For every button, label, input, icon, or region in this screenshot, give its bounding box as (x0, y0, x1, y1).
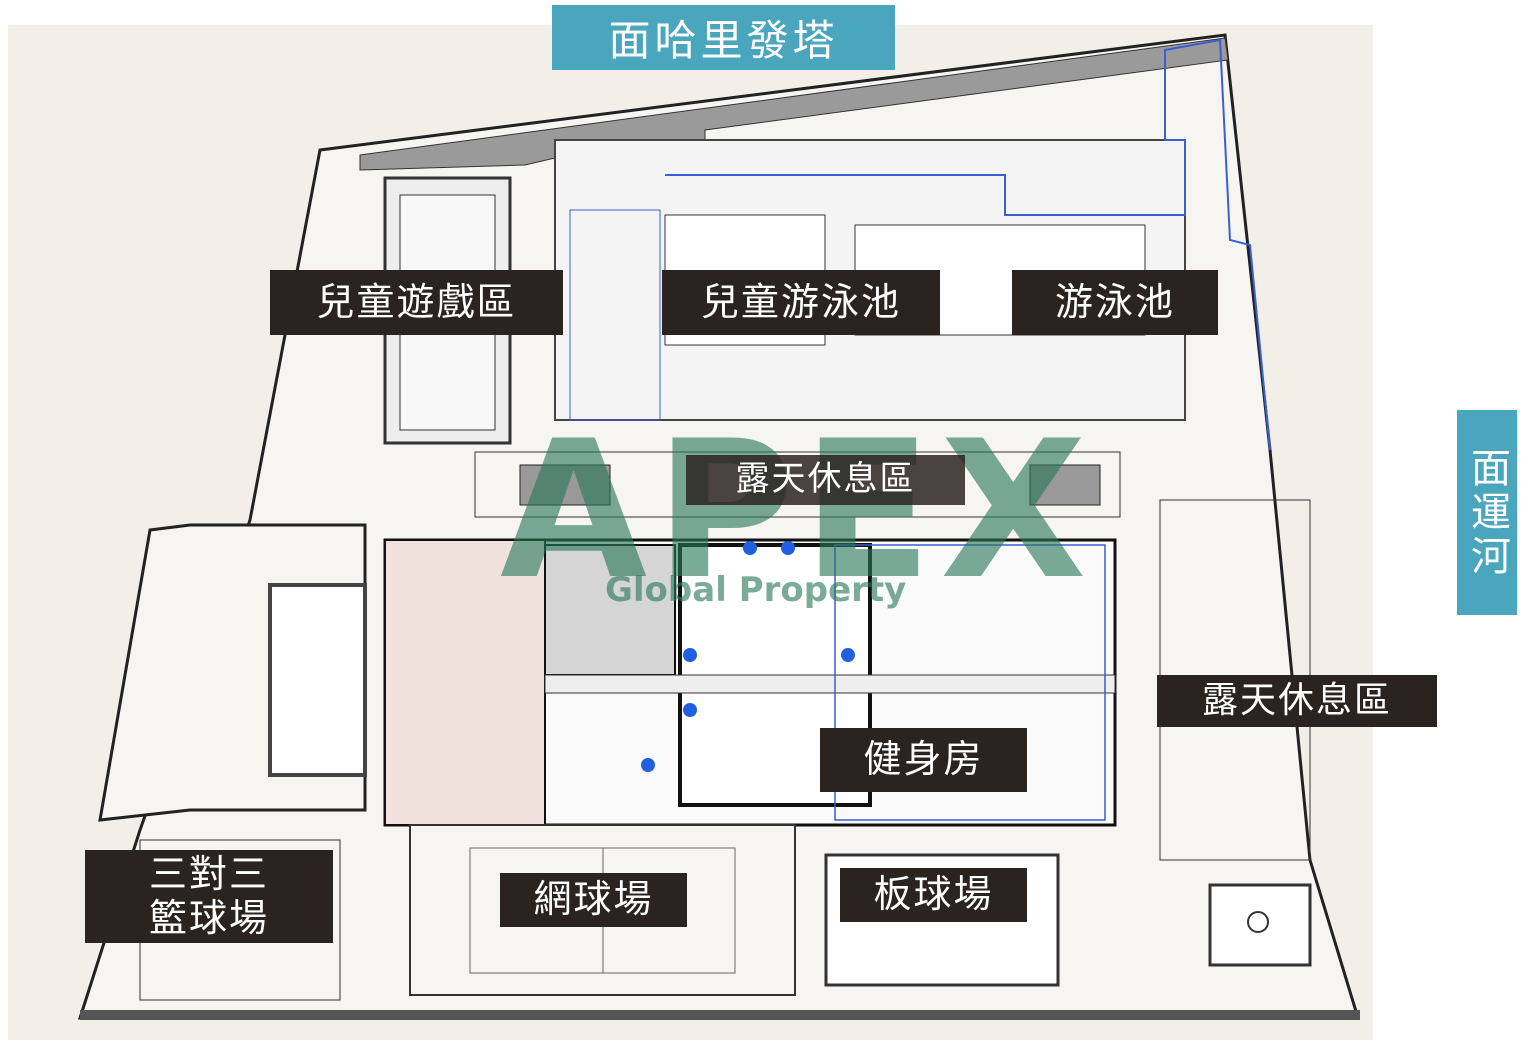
label-basketball: 三對三 籃球場 (85, 850, 333, 943)
building-west-wing (384, 539, 546, 826)
field-court (268, 583, 367, 777)
label-lounge-center: 露天休息區 (686, 455, 965, 505)
column-marker (781, 541, 795, 555)
column-marker (683, 648, 697, 662)
label-cricket: 板球場 (840, 868, 1027, 922)
gym-outline (834, 544, 1106, 821)
label-basketball-line1: 三對三 (148, 851, 269, 896)
orientation-right-label: 面運河 (1457, 410, 1517, 615)
label-lounge-right: 露天休息區 (1157, 675, 1437, 727)
label-pool: 游泳池 (1012, 270, 1218, 335)
lounge-furniture (1029, 464, 1101, 506)
label-kids-pool: 兒童游泳池 (662, 270, 940, 335)
orientation-top-label: 面哈里發塔 (552, 5, 895, 70)
label-tennis: 網球場 (500, 873, 687, 927)
column-marker (683, 703, 697, 717)
lounge-furniture (519, 464, 611, 506)
pool-edge (569, 209, 661, 421)
east-feature (1208, 883, 1312, 967)
service-rooms (544, 544, 676, 676)
column-marker (841, 648, 855, 662)
label-kids-play-area: 兒童遊戲區 (270, 270, 563, 335)
column-marker (641, 758, 655, 772)
pool-outline (665, 38, 1271, 451)
south-boundary (80, 1010, 1360, 1020)
label-basketball-line2: 籃球場 (148, 895, 269, 940)
label-gym: 健身房 (820, 728, 1027, 792)
column-marker (743, 541, 757, 555)
corridor (544, 674, 1116, 694)
fountain (1247, 911, 1269, 933)
